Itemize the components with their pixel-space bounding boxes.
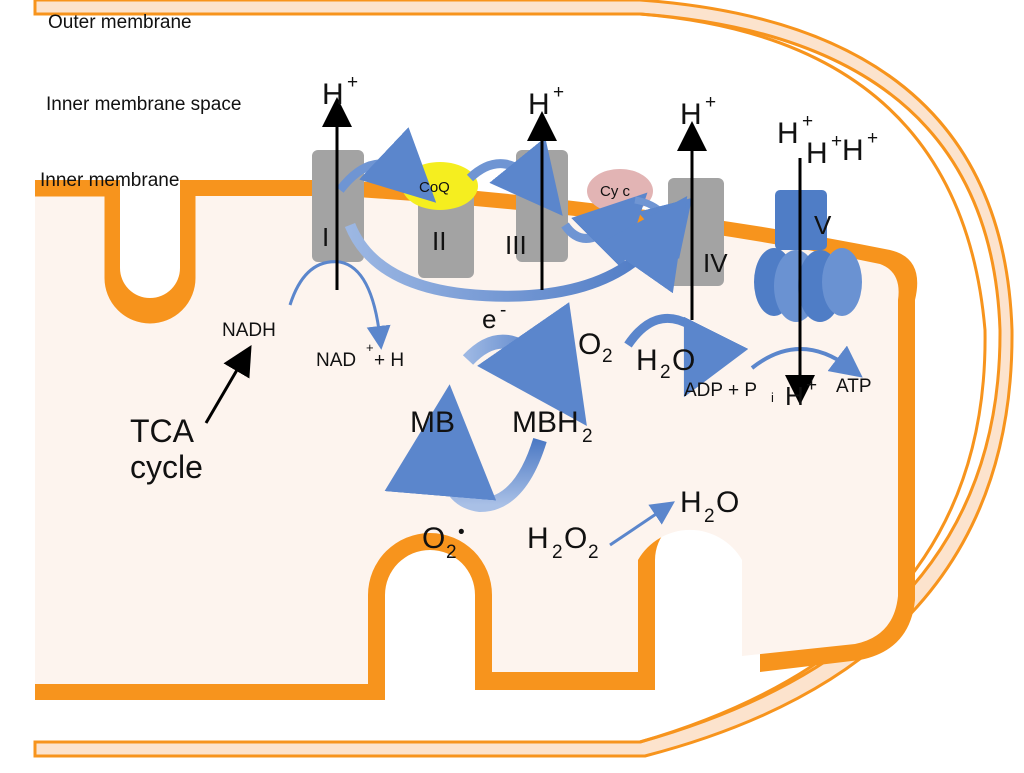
complex-iv-label: IV [703,248,728,278]
svg-text:H: H [322,78,344,111]
svg-text:O: O [422,522,445,555]
svg-text:O: O [672,344,695,377]
svg-text:O: O [578,328,601,361]
mb-oxidation-arrow [384,384,547,513]
oxygen-label: O 2 [578,328,613,367]
svg-text:O: O [564,522,587,555]
svg-text:H: H [527,522,549,555]
complex-ii-label: II [432,226,446,256]
svg-text:2: 2 [446,542,457,563]
proton-label-2: H+ [528,82,564,121]
water-label-right: H 2 O [680,486,739,527]
oxygen-reduction-arrow [624,313,749,398]
svg-text:+ H: + H [374,350,404,371]
proton-label-4: H+ [777,111,813,150]
svg-text:O: O [716,486,739,519]
svg-text:H: H [777,117,799,150]
superoxide-label: O 2 • [422,522,465,563]
adp-label: ADP + P i [684,380,774,405]
nadh-label: NADH [222,320,276,341]
nad-label: NAD + + H [316,340,404,371]
proton-label-1: H+ [322,72,358,111]
svg-text:i: i [771,390,774,405]
hydrogen-peroxide-label: H 2 O 2 [527,522,599,563]
proton-label-6: H+ [842,128,878,167]
svg-text:2: 2 [588,542,599,563]
outer-membrane [33,0,1014,758]
atp-synthase [754,190,862,322]
svg-text:+: + [705,92,716,113]
svg-text:H: H [680,98,702,131]
nadh-oxidation-arrow [288,260,391,350]
tca-arrow [204,345,252,424]
svg-text:2: 2 [704,506,715,527]
svg-text:+: + [347,72,358,93]
svg-text:H: H [806,137,828,170]
svg-text:MBH: MBH [512,406,579,439]
svg-text:H: H [636,344,658,377]
complex-v-label: V [814,210,832,240]
mb-reduction-arrow [462,302,587,427]
svg-text:2: 2 [660,362,671,383]
svg-text:H: H [528,88,550,121]
electron-flow-arrows [336,127,693,302]
complex-ii-block [418,190,474,278]
svg-text:+: + [553,82,564,103]
cyc-label: Cy c [600,183,631,200]
svg-text:+: + [366,340,374,355]
mb-label: MB [410,406,455,439]
svg-text:+: + [802,111,813,132]
svg-text:•: • [458,522,465,543]
svg-text:ADP + P: ADP + P [684,380,757,401]
proton-label-5: H+ [806,131,842,170]
svg-text:-: - [500,300,506,321]
svg-text:+: + [806,375,817,396]
svg-text:H: H [842,134,864,167]
h2o2-to-h2o-arrow [609,501,675,547]
svg-text:2: 2 [582,426,593,447]
inner-membrane-label: Inner membrane [40,170,179,191]
mbh2-label: MBH 2 [512,406,593,447]
water-label-middle: H 2 O [636,344,695,383]
svg-text:NAD: NAD [316,350,356,371]
svg-text:H: H [785,381,804,411]
complex-iii-label: III [505,230,527,260]
svg-text:2: 2 [552,542,563,563]
svg-text:+: + [831,131,842,152]
svg-text:+: + [867,128,878,149]
tca-label-1: TCA [130,413,195,449]
svg-text:e: e [482,304,496,334]
svg-text:H: H [680,486,702,519]
outer-membrane-label: Outer membrane [48,12,192,33]
coq-label: CoQ [419,179,450,196]
tca-label-2: cycle [130,449,203,485]
proton-label-bottom: H + [785,375,817,411]
svg-text:2: 2 [602,346,613,367]
electron-label: e - [482,300,506,334]
complex-i-label: I [322,222,329,252]
inner-membrane-space-label: Inner membrane space [46,94,241,115]
atp-label: ATP [836,376,872,397]
proton-label-3: H+ [680,92,716,131]
